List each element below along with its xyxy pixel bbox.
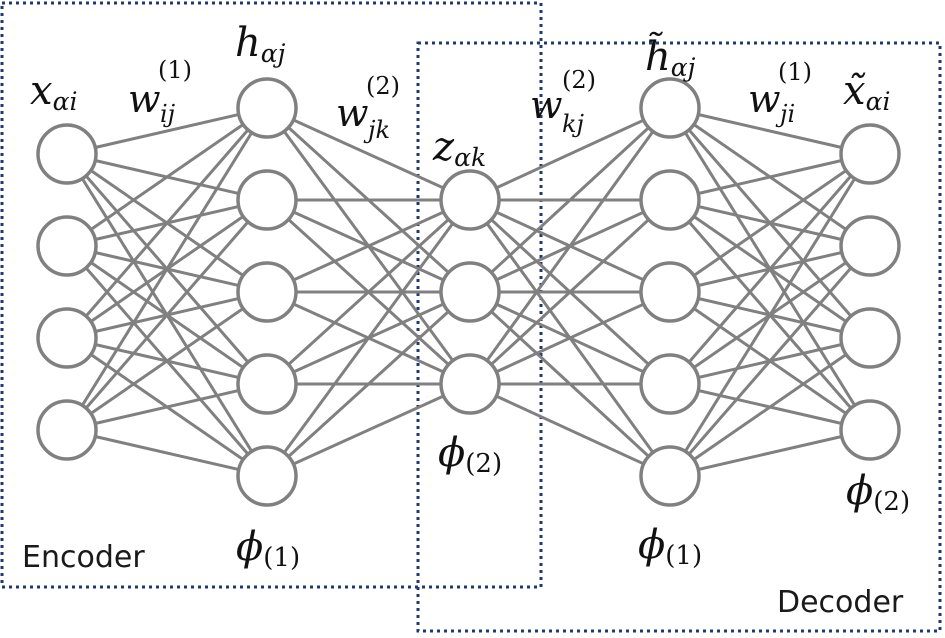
connection-input-4-to-encoder-hidden-2 — [65, 199, 269, 431]
connection-latent-2-to-decoder-hidden-1 — [468, 106, 672, 294]
connection-input-2-to-encoder-hidden-1 — [66, 106, 268, 248]
encoder-region — [0, 1, 543, 589]
decoder-hidden-node-3 — [639, 261, 701, 323]
decoder-hidden-node-5 — [639, 445, 701, 507]
input-node-3 — [36, 307, 98, 369]
connection-encoder-hidden-4-to-latent-1 — [265, 198, 472, 386]
connection-input-4-to-encoder-hidden-4 — [66, 382, 268, 432]
input-variable-label: xαi — [30, 68, 77, 116]
encoder-hidden-node-3 — [236, 261, 298, 323]
svg-text:ji: ji — [775, 100, 795, 128]
connection-encoder-hidden-5-to-latent-2 — [265, 290, 472, 478]
connections — [65, 106, 872, 478]
latent-activation-label: ϕ(2) — [438, 430, 502, 479]
connection-encoder-hidden-3-to-latent-1 — [266, 198, 471, 294]
svg-text:jk: jk — [363, 116, 390, 144]
latent-variable-label: zαk — [432, 124, 486, 172]
connection-input-1-to-encoder-hidden-1 — [66, 106, 268, 156]
svg-text:(1): (1) — [778, 58, 812, 86]
svg-text:w: w — [748, 77, 781, 121]
connection-decoder-hidden-1-to-output-1 — [669, 106, 871, 156]
encoder-hidden-node-2 — [236, 169, 298, 231]
decoder-hidden-node-1 — [639, 77, 701, 139]
connection-encoder-hidden-1-to-latent-1 — [266, 106, 471, 202]
input-node-2 — [36, 215, 98, 277]
connection-decoder-hidden-4-to-output-1 — [668, 153, 872, 385]
connection-input-4-to-encoder-hidden-5 — [66, 428, 268, 478]
connection-decoder-hidden-5-to-output-4 — [669, 428, 871, 478]
encoder-hidden-activation-label: ϕ(1) — [236, 524, 300, 573]
latent-node-2 — [439, 261, 501, 323]
decoder-hidden-variable-label: h̃αj — [645, 31, 696, 82]
output-variable-label: x̃αi — [843, 68, 890, 116]
output-activation-label: ϕ(2) — [846, 468, 910, 517]
input-node-1 — [36, 123, 98, 185]
weight-label-jk: w (2) jk — [336, 72, 400, 144]
svg-text:w: w — [530, 83, 563, 127]
svg-text:(2): (2) — [366, 72, 400, 100]
input-node-4 — [36, 399, 98, 461]
svg-text:w: w — [336, 91, 369, 135]
connection-input-4-to-encoder-hidden-3 — [66, 290, 268, 432]
latent-node-1 — [439, 169, 501, 231]
connection-decoder-hidden-2-to-output-1 — [669, 152, 871, 202]
svg-text:(1): (1) — [158, 56, 192, 84]
encoder-hidden-node-4 — [236, 353, 298, 415]
encoder-hidden-node-5 — [236, 445, 298, 507]
svg-text:(2): (2) — [562, 66, 596, 94]
svg-text:kj: kj — [562, 110, 585, 138]
connection-latent-3-to-decoder-hidden-5 — [469, 382, 671, 478]
connection-encoder-hidden-5-to-latent-3 — [266, 382, 471, 478]
encoder-label: Encoder — [22, 540, 145, 575]
weight-label-kj: w (2) kj — [530, 66, 596, 138]
weight-label-ij: w (1) ij — [128, 56, 192, 128]
neurons — [36, 77, 901, 507]
hidden-variable-label: hαj — [235, 20, 286, 68]
connection-latent-1-to-decoder-hidden-1 — [469, 106, 671, 202]
connection-decoder-hidden-5-to-output-2 — [668, 245, 872, 477]
connection-latent-3-to-decoder-hidden-1 — [468, 107, 672, 385]
connection-latent-3-to-decoder-hidden-3 — [469, 290, 671, 386]
connection-input-3-to-encoder-hidden-1 — [65, 107, 269, 339]
output-node-2 — [839, 215, 901, 277]
connection-decoder-hidden-5-to-output-1 — [668, 153, 872, 477]
latent-node-3 — [439, 353, 501, 415]
connection-decoder-hidden-3-to-output-1 — [669, 152, 871, 294]
svg-text:ij: ij — [160, 100, 176, 128]
weight-label-ji: w (1) ji — [748, 58, 812, 128]
connection-latent-3-to-decoder-hidden-2 — [468, 198, 672, 386]
output-node-1 — [839, 123, 901, 185]
decoder-hidden-node-2 — [639, 169, 701, 231]
connection-encoder-hidden-5-to-latent-1 — [265, 199, 472, 477]
svg-text:w: w — [128, 77, 161, 121]
connection-decoder-hidden-5-to-output-3 — [669, 336, 871, 478]
decoder-label: Decoder — [777, 585, 904, 620]
output-node-3 — [839, 307, 901, 369]
connection-input-4-to-encoder-hidden-1 — [65, 107, 269, 431]
encoder-hidden-node-1 — [236, 77, 298, 139]
decoder-hidden-node-4 — [639, 353, 701, 415]
output-node-4 — [839, 399, 901, 461]
decoder-hidden-activation-label: ϕ(1) — [638, 522, 702, 571]
